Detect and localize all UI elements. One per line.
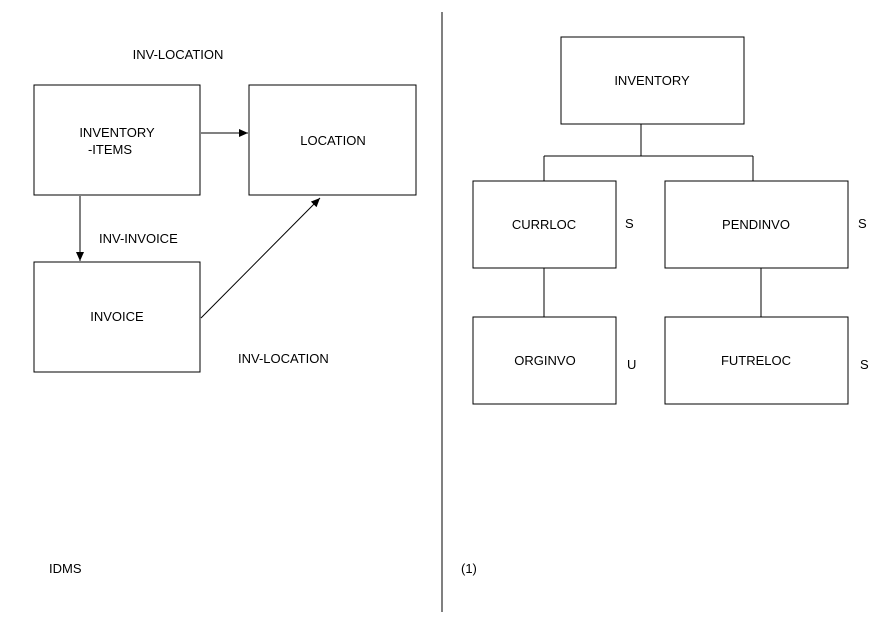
currloc-segment <box>472 180 617 269</box>
invoice-record <box>33 261 201 373</box>
inventory-segment-label: INVENTORY <box>614 73 690 88</box>
futreloc-segment-label: FUTRELOC <box>721 353 791 368</box>
inv-invoice-set-label: INV-INVOICE <box>99 231 178 246</box>
inventory-items-record <box>33 84 201 196</box>
location-label: LOCATION <box>300 133 366 148</box>
orginvo-segment-label: ORGINVO <box>514 353 575 368</box>
idms-caption: IDMS <box>49 561 82 576</box>
orginvo-segment <box>472 316 617 405</box>
figure-number-caption: (1) <box>461 561 477 576</box>
idms-network-diagram: INVENTORY -ITEMS LOCATION INVOICE INV-LO… <box>33 47 417 576</box>
inventory-segment <box>560 36 745 125</box>
orginvo-marker: U <box>627 357 636 372</box>
inventory-items-label-line1: INVENTORY <box>79 125 155 140</box>
inv-location-top-set-label: INV-LOCATION <box>133 47 224 62</box>
inv-location-bottom-arrow <box>200 197 321 319</box>
currloc-segment-label: CURRLOC <box>512 217 576 232</box>
inventory-items-label-line2: -ITEMS <box>88 142 132 157</box>
futreloc-segment <box>664 316 849 405</box>
invoice-label: INVOICE <box>90 309 144 324</box>
location-record <box>248 84 417 196</box>
futreloc-marker: S <box>860 357 869 372</box>
currloc-marker: S <box>625 216 634 231</box>
pendinvo-segment-label: PENDINVO <box>722 217 790 232</box>
inv-location-bottom-set-label: INV-LOCATION <box>238 351 329 366</box>
pendinvo-segment <box>664 180 849 269</box>
pendinvo-marker: S <box>858 216 867 231</box>
hierarchy-diagram: INVENTORY CURRLOC S PENDINVO S ORGINVO U… <box>461 36 869 576</box>
